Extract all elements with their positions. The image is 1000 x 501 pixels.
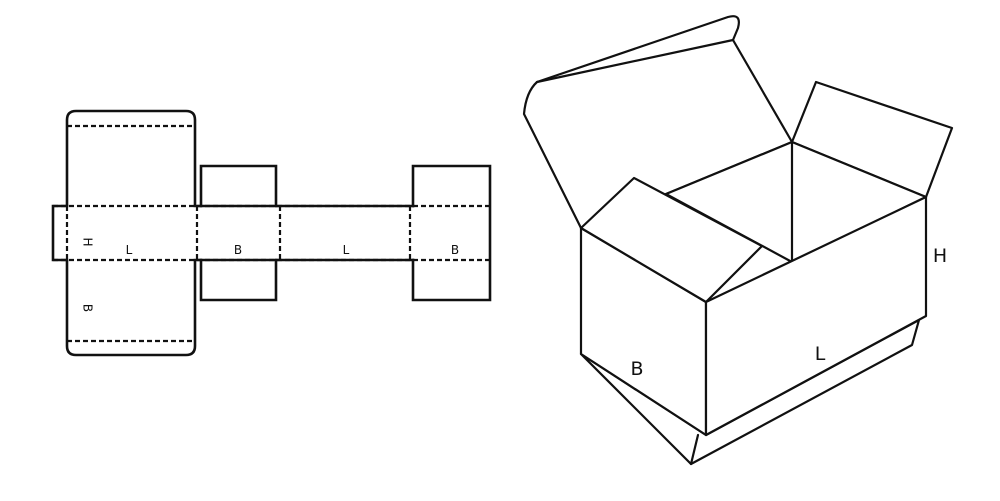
net-label-length-2: L [343,243,350,257]
box-back-lid-hinge [535,38,735,84]
net-glue-tab [51,204,69,262]
net-label-height: H [81,237,95,246]
net-label-length-1: L [126,243,133,257]
net-bottom-flap [65,260,197,357]
box-front-flap [579,176,764,304]
net-small-flap-top-1 [199,164,278,208]
box-side-wall [704,195,928,437]
box-label-length: L [815,343,826,365]
net-label-breadth-2: B [451,243,459,257]
box-base-notch [689,433,700,466]
net-top-flap [65,109,197,206]
box-back-lid [522,15,794,230]
net-small-flap-bottom-1 [199,258,278,302]
net-label-flap-breadth: B [81,304,95,312]
box-label-height: H [933,245,947,267]
net-label-breadth-1: B [234,243,242,257]
net-end-block [411,164,492,302]
box-label-breadth: B [630,358,643,380]
flat-net: H L B L B B [51,109,492,357]
assembled-box: H L B [522,15,954,466]
